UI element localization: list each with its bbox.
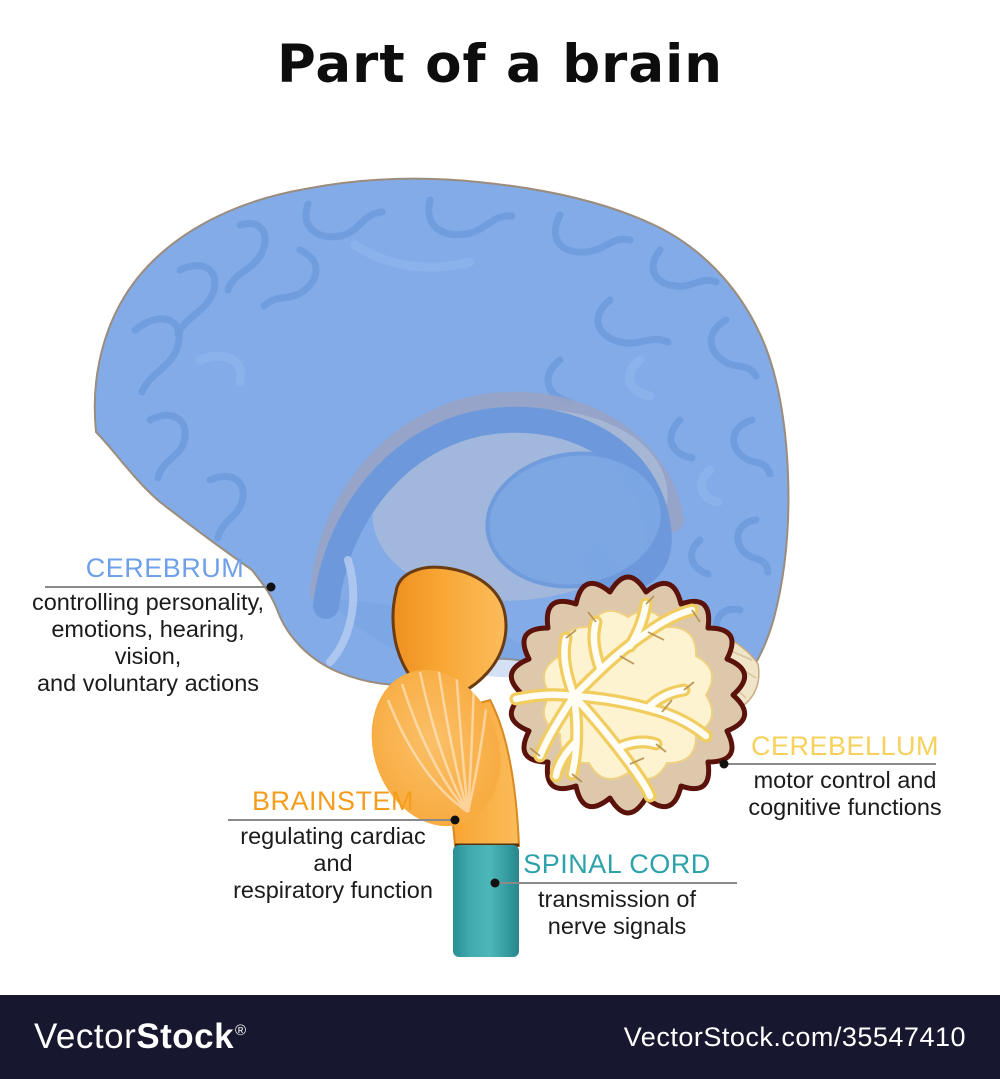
cerebellum-shape	[509, 574, 747, 816]
arbor-vitae-core	[512, 600, 710, 800]
spinal-cord-shape	[453, 845, 519, 957]
cerebellum-desc-line: motor control and	[753, 767, 937, 793]
watermark-bar: VectorStock® VectorStock.com/35547410	[0, 995, 1000, 1079]
cerebrum-label: CEREBRUM	[85, 553, 245, 583]
brainstem-desc-line: respiratory function	[233, 877, 433, 903]
cerebrum-sulci	[131, 196, 774, 666]
page-title: Part of a brain	[277, 34, 723, 95]
cerebellum-label: CEREBELLUM	[750, 731, 940, 761]
cerebrum-gyri-highlights	[195, 240, 723, 507]
pons-striations	[386, 665, 490, 814]
leader-dots	[266, 582, 729, 888]
spinal-cord-label: SPINAL CORD	[523, 849, 711, 879]
cerebellum-leader-dot	[719, 759, 729, 769]
brain-diagram	[45, 177, 936, 957]
cerebrum-desc-line: emotions, hearing, vision,	[51, 616, 245, 669]
spinal-cord-desc-line: transmission of	[537, 886, 697, 912]
spinal-cord-desc-line: nerve signals	[547, 913, 687, 939]
brainstem-leader-dot	[450, 815, 460, 825]
brainstem-label: BRAINSTEM	[251, 786, 415, 816]
spinal-cord-leader-dot	[490, 878, 500, 888]
cerebrum-leader-dot	[266, 582, 276, 592]
pons	[371, 669, 501, 827]
spinal-cord-description: transmission of nerve signals	[517, 886, 717, 940]
fornix-line	[326, 556, 358, 666]
vectorstock-logo: VectorStock®	[34, 1017, 247, 1057]
brainstem-description: regulating cardiac and respiratory funct…	[218, 823, 448, 904]
midbrain	[391, 565, 508, 699]
cerebrum-shape	[93, 177, 790, 711]
cerebellum-description: motor control and cognitive functions	[745, 767, 945, 821]
logo-text-bold: Stock	[136, 1017, 235, 1056]
watermark-credit-url: VectorStock.com/35547410	[623, 1021, 966, 1052]
logo-text-regular: Vector	[34, 1017, 137, 1056]
leader-lines	[45, 586, 936, 884]
brainstem-desc-line: regulating cardiac and	[240, 823, 426, 876]
registered-mark: ®	[235, 1022, 247, 1040]
cerebrum-desc-line: controlling personality,	[31, 589, 265, 615]
arbor-vitae-twigs	[529, 595, 701, 783]
cerebellum-desc-line: cognitive functions	[748, 794, 942, 820]
cerebrum-description: controlling personality, emotions, heari…	[28, 589, 268, 697]
brainstem-shape	[371, 565, 521, 847]
cerebrum-desc-line: and voluntary actions	[36, 670, 260, 696]
